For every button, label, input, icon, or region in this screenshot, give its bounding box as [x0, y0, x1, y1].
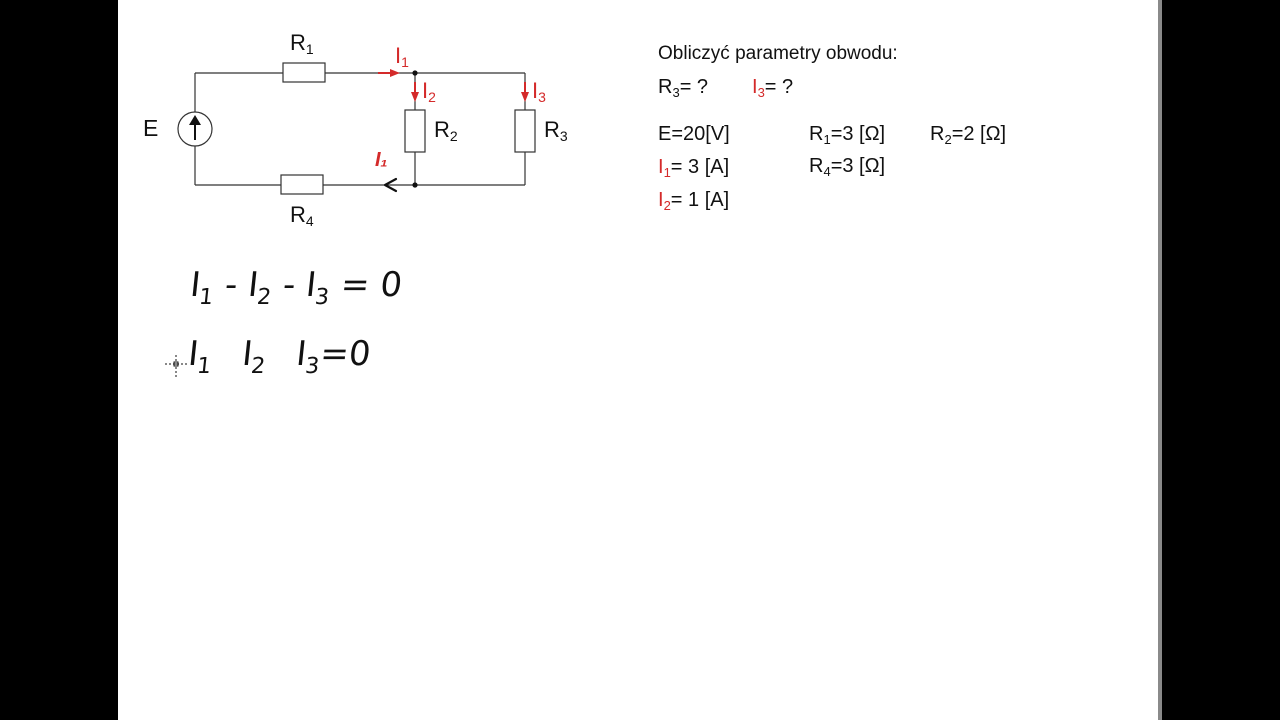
window-edge [1158, 0, 1162, 720]
resistor-r3 [514, 109, 536, 153]
given-i2: I2= 1 [A] [658, 189, 730, 213]
junction-bottom [412, 182, 418, 188]
unknown-i3: I3= ? [752, 76, 794, 100]
given-r2: R2=2 [Ω] [930, 123, 1007, 147]
i2-arrow-icon [411, 82, 419, 102]
i1-return-arrow-icon [383, 177, 398, 193]
i3-label: I3 [532, 78, 546, 105]
i1-arrow-icon [378, 69, 400, 77]
whiteboard [118, 0, 1158, 720]
source-arrow-icon [189, 115, 201, 140]
given-e: E=20[V] [658, 123, 730, 145]
current-arrows [378, 69, 529, 193]
junction-dots [412, 70, 418, 188]
equation-1: I1 - I2 - I3 = 0 [188, 265, 405, 310]
circuit-wires [194, 72, 526, 186]
i3-arrow-icon [521, 82, 529, 102]
unknown-r3: R3= ? [658, 76, 709, 100]
given-i1: I1= 3 [A] [658, 156, 730, 180]
i1-return-label: I₁ [375, 149, 388, 171]
given-r4: R4=3 [Ω] [809, 155, 886, 179]
given-r1: R1=3 [Ω] [809, 123, 886, 147]
i2-label: I2 [422, 78, 436, 105]
r1-label: R1 [290, 30, 314, 57]
source-label: E [143, 115, 159, 141]
resistor-r1 [282, 62, 326, 83]
junction-top [412, 70, 418, 76]
resistor-r4 [280, 174, 324, 195]
r4-label: R4 [290, 202, 314, 229]
resistor-r2 [404, 109, 426, 153]
task-title: Obliczyć parametry obwodu: [658, 43, 898, 64]
pen-cursor-icon [165, 355, 187, 377]
i1-label: I1 [395, 43, 409, 70]
r3-label: R3 [544, 117, 568, 144]
r2-label: R2 [434, 117, 458, 144]
